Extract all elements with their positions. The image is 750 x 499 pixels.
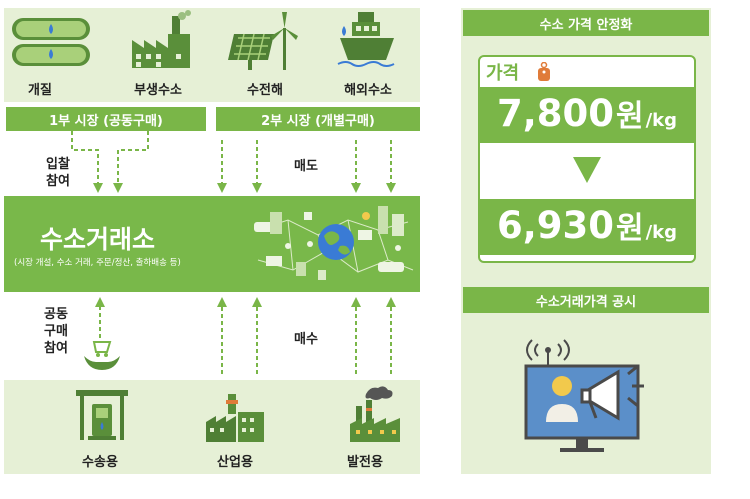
- price-stabilization-bar: 수소 가격 안정화: [463, 10, 709, 36]
- price-after-currency: 원: [616, 211, 644, 246]
- second-market-label: 2부 시장 (개별구매): [261, 113, 375, 129]
- source-label-reforming: 개질: [28, 83, 52, 98]
- bid-line-2: 참여: [46, 174, 70, 189]
- price-announcement-title: 수소거래가격 공시: [535, 294, 637, 310]
- bid-line-1: 입찰: [46, 157, 70, 172]
- consumer-label-industrial: 산업용: [217, 455, 253, 470]
- decrease-arrow-icon: [573, 157, 601, 187]
- source-label-byproduct: 부생수소: [134, 83, 182, 98]
- price-announcement-bar: 수소거래가격 공시: [463, 287, 709, 313]
- price-stabilization-title: 수소 가격 안정화: [539, 17, 633, 33]
- source-label-overseas: 해외수소: [344, 83, 392, 98]
- ship-icon: [336, 10, 398, 76]
- consumer-label-transport: 수송용: [82, 455, 118, 470]
- factory-icon: [128, 10, 194, 76]
- smart-city-network-icon: [248, 200, 418, 294]
- power-plant-icon: [346, 384, 406, 448]
- price-after-box: 6,930 원 /kg: [480, 199, 694, 255]
- solar-wind-icon: [228, 10, 302, 76]
- price-before-unit: /kg: [645, 110, 678, 131]
- price-tag-icon: [536, 61, 552, 86]
- industrial-plant-icon: [204, 392, 268, 448]
- price-label: 가격: [486, 63, 520, 84]
- exchange-subtitle: (시장 개설, 수소 거래, 주문/정산, 출하배송 등): [14, 258, 181, 268]
- source-label-electrolysis: 수전해: [247, 83, 283, 98]
- buy-label: 매수: [294, 332, 318, 347]
- bid-arrow-1: [71, 131, 103, 193]
- joint-line-1: 공동: [44, 307, 68, 322]
- price-after-unit: /kg: [645, 222, 678, 243]
- joint-line-3: 참여: [44, 341, 68, 356]
- consumer-label-power: 발전용: [347, 455, 383, 470]
- fuel-station-icon: [74, 386, 130, 446]
- price-before-value: 7,800: [496, 92, 614, 135]
- flow-arrows: [71, 131, 396, 374]
- bid-arrow-2: [113, 131, 149, 193]
- price-before-box: 7,800 원 /kg: [480, 87, 694, 143]
- tank-icon: [10, 14, 94, 76]
- first-market-bar: 1부 시장 (공동구매): [6, 107, 206, 131]
- hands-cart-icon: [82, 338, 122, 378]
- first-market-label: 1부 시장 (공동구매): [49, 113, 163, 129]
- second-market-bar: 2부 시장 (개별구매): [216, 107, 420, 131]
- exchange-title: 수소거래소: [40, 225, 156, 254]
- bid-participation-label: 입찰 참여: [38, 156, 78, 190]
- price-before-currency: 원: [616, 99, 644, 134]
- monitor-megaphone-icon: [520, 330, 670, 464]
- sell-label: 매도: [294, 159, 318, 174]
- joint-purchase-label: 공동 구매 참여: [36, 306, 76, 357]
- joint-line-2: 구매: [44, 324, 68, 339]
- price-after-value: 6,930: [496, 204, 614, 247]
